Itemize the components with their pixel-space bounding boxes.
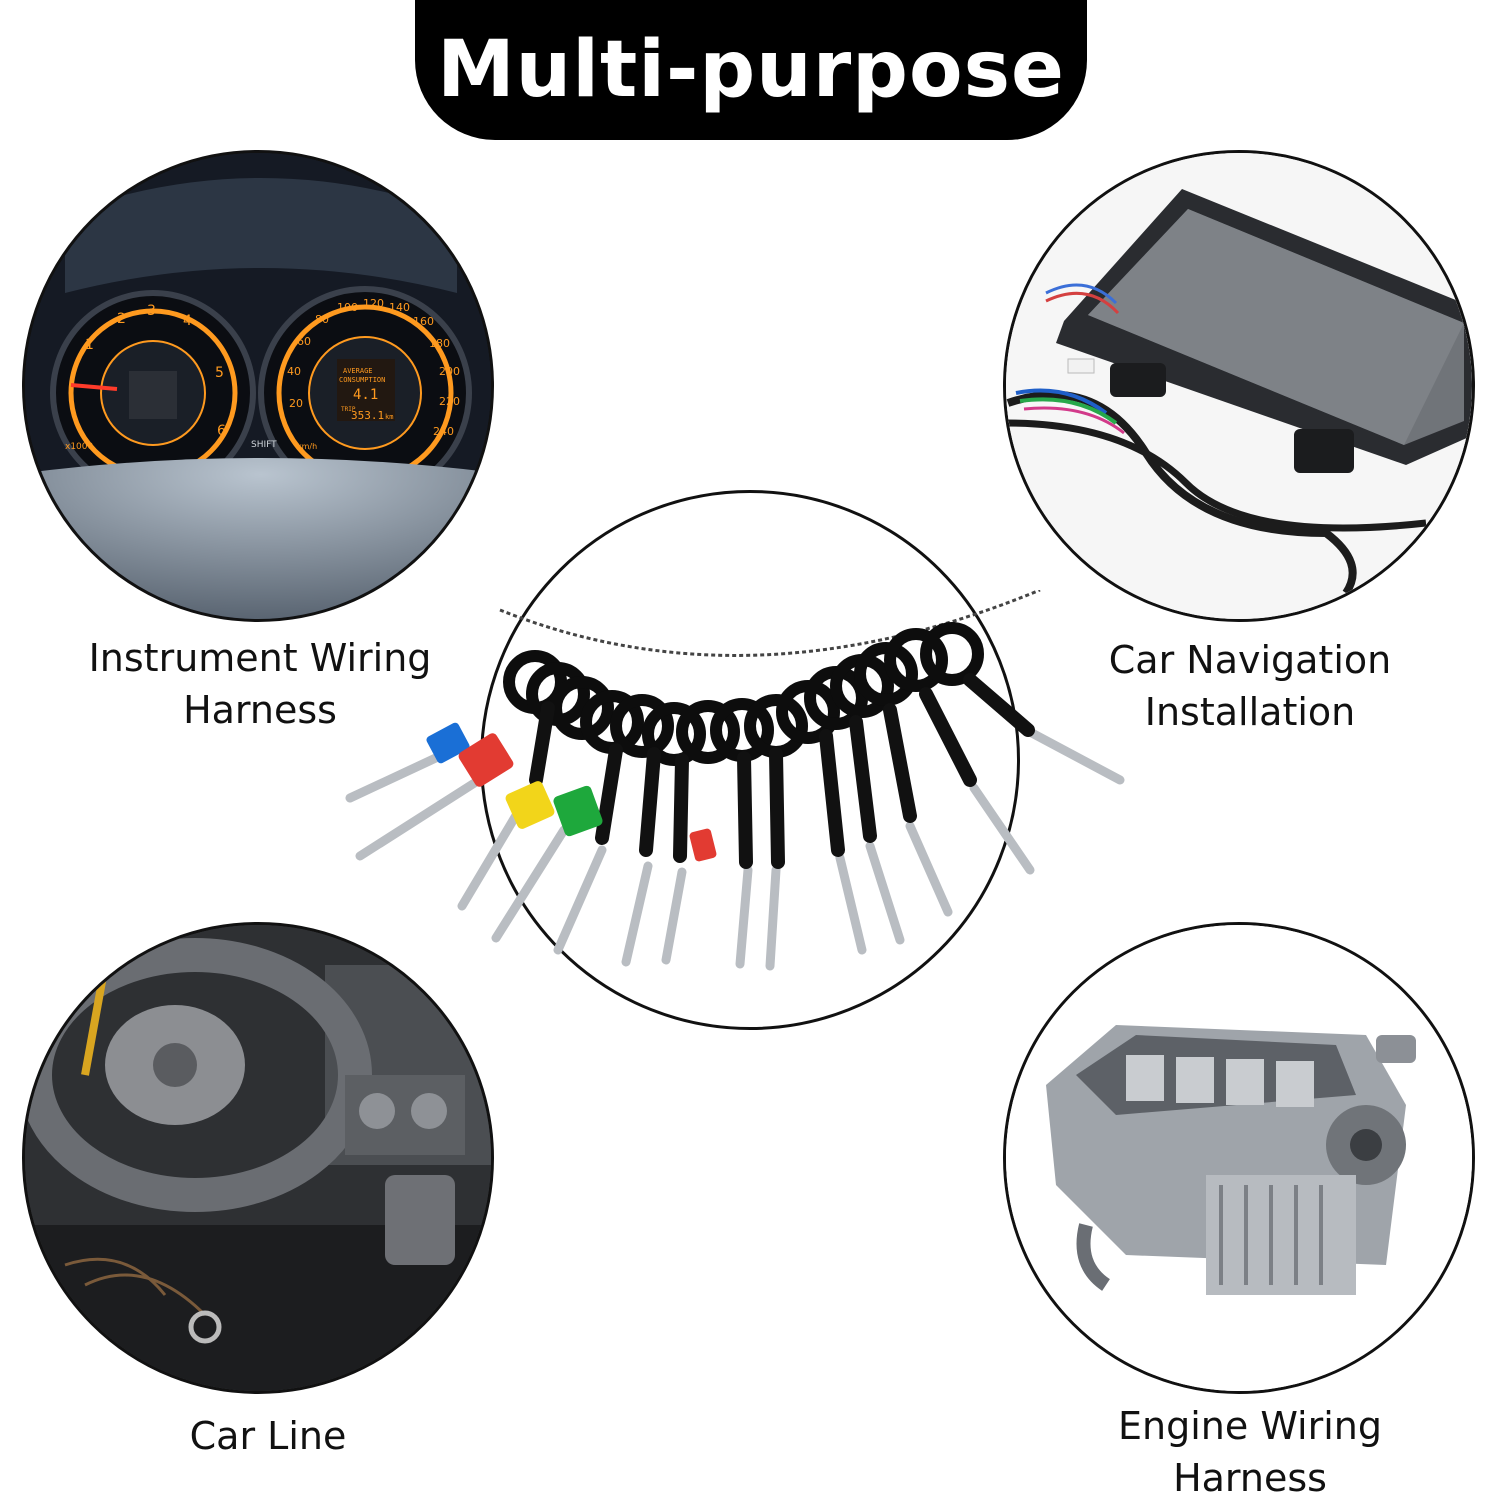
- engine-image: [1003, 922, 1475, 1394]
- speed-tick: 100: [337, 301, 358, 314]
- navigation-image: [1003, 150, 1475, 622]
- tach-tick: 2: [117, 311, 126, 327]
- tach-tick: 1: [85, 337, 94, 353]
- navigation-caption-line2: Installation: [1144, 690, 1356, 734]
- navigation-illustration: [1006, 153, 1472, 619]
- tach-unit: x1000: [65, 442, 94, 452]
- lcd-value: 4.1: [353, 387, 378, 403]
- lcd-trip-label: TRIP: [341, 406, 356, 413]
- car-line-image: [22, 922, 494, 1394]
- speed-tick: 60: [297, 335, 311, 348]
- navigation-caption-line1: Car Navigation: [1108, 638, 1392, 682]
- speed-tick: 140: [389, 301, 410, 314]
- tip-red: [458, 733, 514, 787]
- lcd-trip-unit: km: [385, 413, 393, 421]
- tip-small-red: [689, 828, 717, 862]
- tip-yellow: [505, 781, 555, 829]
- car-line-caption-line1: Car Line: [189, 1414, 347, 1458]
- speed-tick: 20: [289, 397, 303, 410]
- speed-tick: 220: [439, 395, 460, 408]
- lcd-line1: AVERAGE: [343, 367, 373, 375]
- speed-tick: 200: [439, 365, 460, 378]
- tach-tick: 4: [183, 313, 192, 329]
- car-interior-illustration: [25, 925, 491, 1391]
- tip-green: [553, 785, 603, 837]
- speed-tick: 240: [433, 425, 454, 438]
- instrument-image: 1 2 3 4 5 6 x1000 SHIFT km/h 20 40 60 80…: [22, 150, 494, 622]
- instrument-caption: Instrument Wiring Harness: [40, 632, 480, 736]
- speed-tick: 120: [363, 297, 384, 310]
- terminal-tools-illustration: [345, 590, 1125, 971]
- engine-illustration: [1006, 925, 1472, 1391]
- tach-tick: 5: [215, 365, 224, 381]
- lcd-line2: CONSUMPTION: [339, 376, 385, 384]
- lcd-trip-value: 353.1: [351, 409, 384, 422]
- speed-tick: 80: [315, 313, 329, 326]
- shift-indicator: SHIFT: [251, 440, 277, 450]
- tip-blue: [426, 722, 470, 764]
- speed-tick: 160: [413, 315, 434, 328]
- tach-tick: 3: [147, 303, 156, 319]
- speed-unit: km/h: [297, 442, 317, 451]
- instrument-caption-line1: Instrument Wiring: [88, 636, 432, 680]
- speed-tick: 40: [287, 365, 301, 378]
- engine-caption: Engine Wiring Harness: [1030, 1400, 1470, 1500]
- page-title: Multi-purpose: [437, 25, 1065, 115]
- tach-tick: 6: [217, 423, 226, 439]
- instrument-caption-line2: Harness: [183, 688, 337, 732]
- dashboard-illustration: 1 2 3 4 5 6 x1000 SHIFT km/h 20 40 60 80…: [25, 153, 491, 619]
- car-line-caption: Car Line: [48, 1410, 488, 1462]
- engine-caption-line2: Harness: [1173, 1456, 1327, 1500]
- speed-tick: 180: [429, 337, 450, 350]
- title-banner: Multi-purpose: [415, 0, 1087, 140]
- navigation-caption: Car Navigation Installation: [1030, 634, 1470, 738]
- engine-caption-line1: Engine Wiring: [1118, 1404, 1382, 1448]
